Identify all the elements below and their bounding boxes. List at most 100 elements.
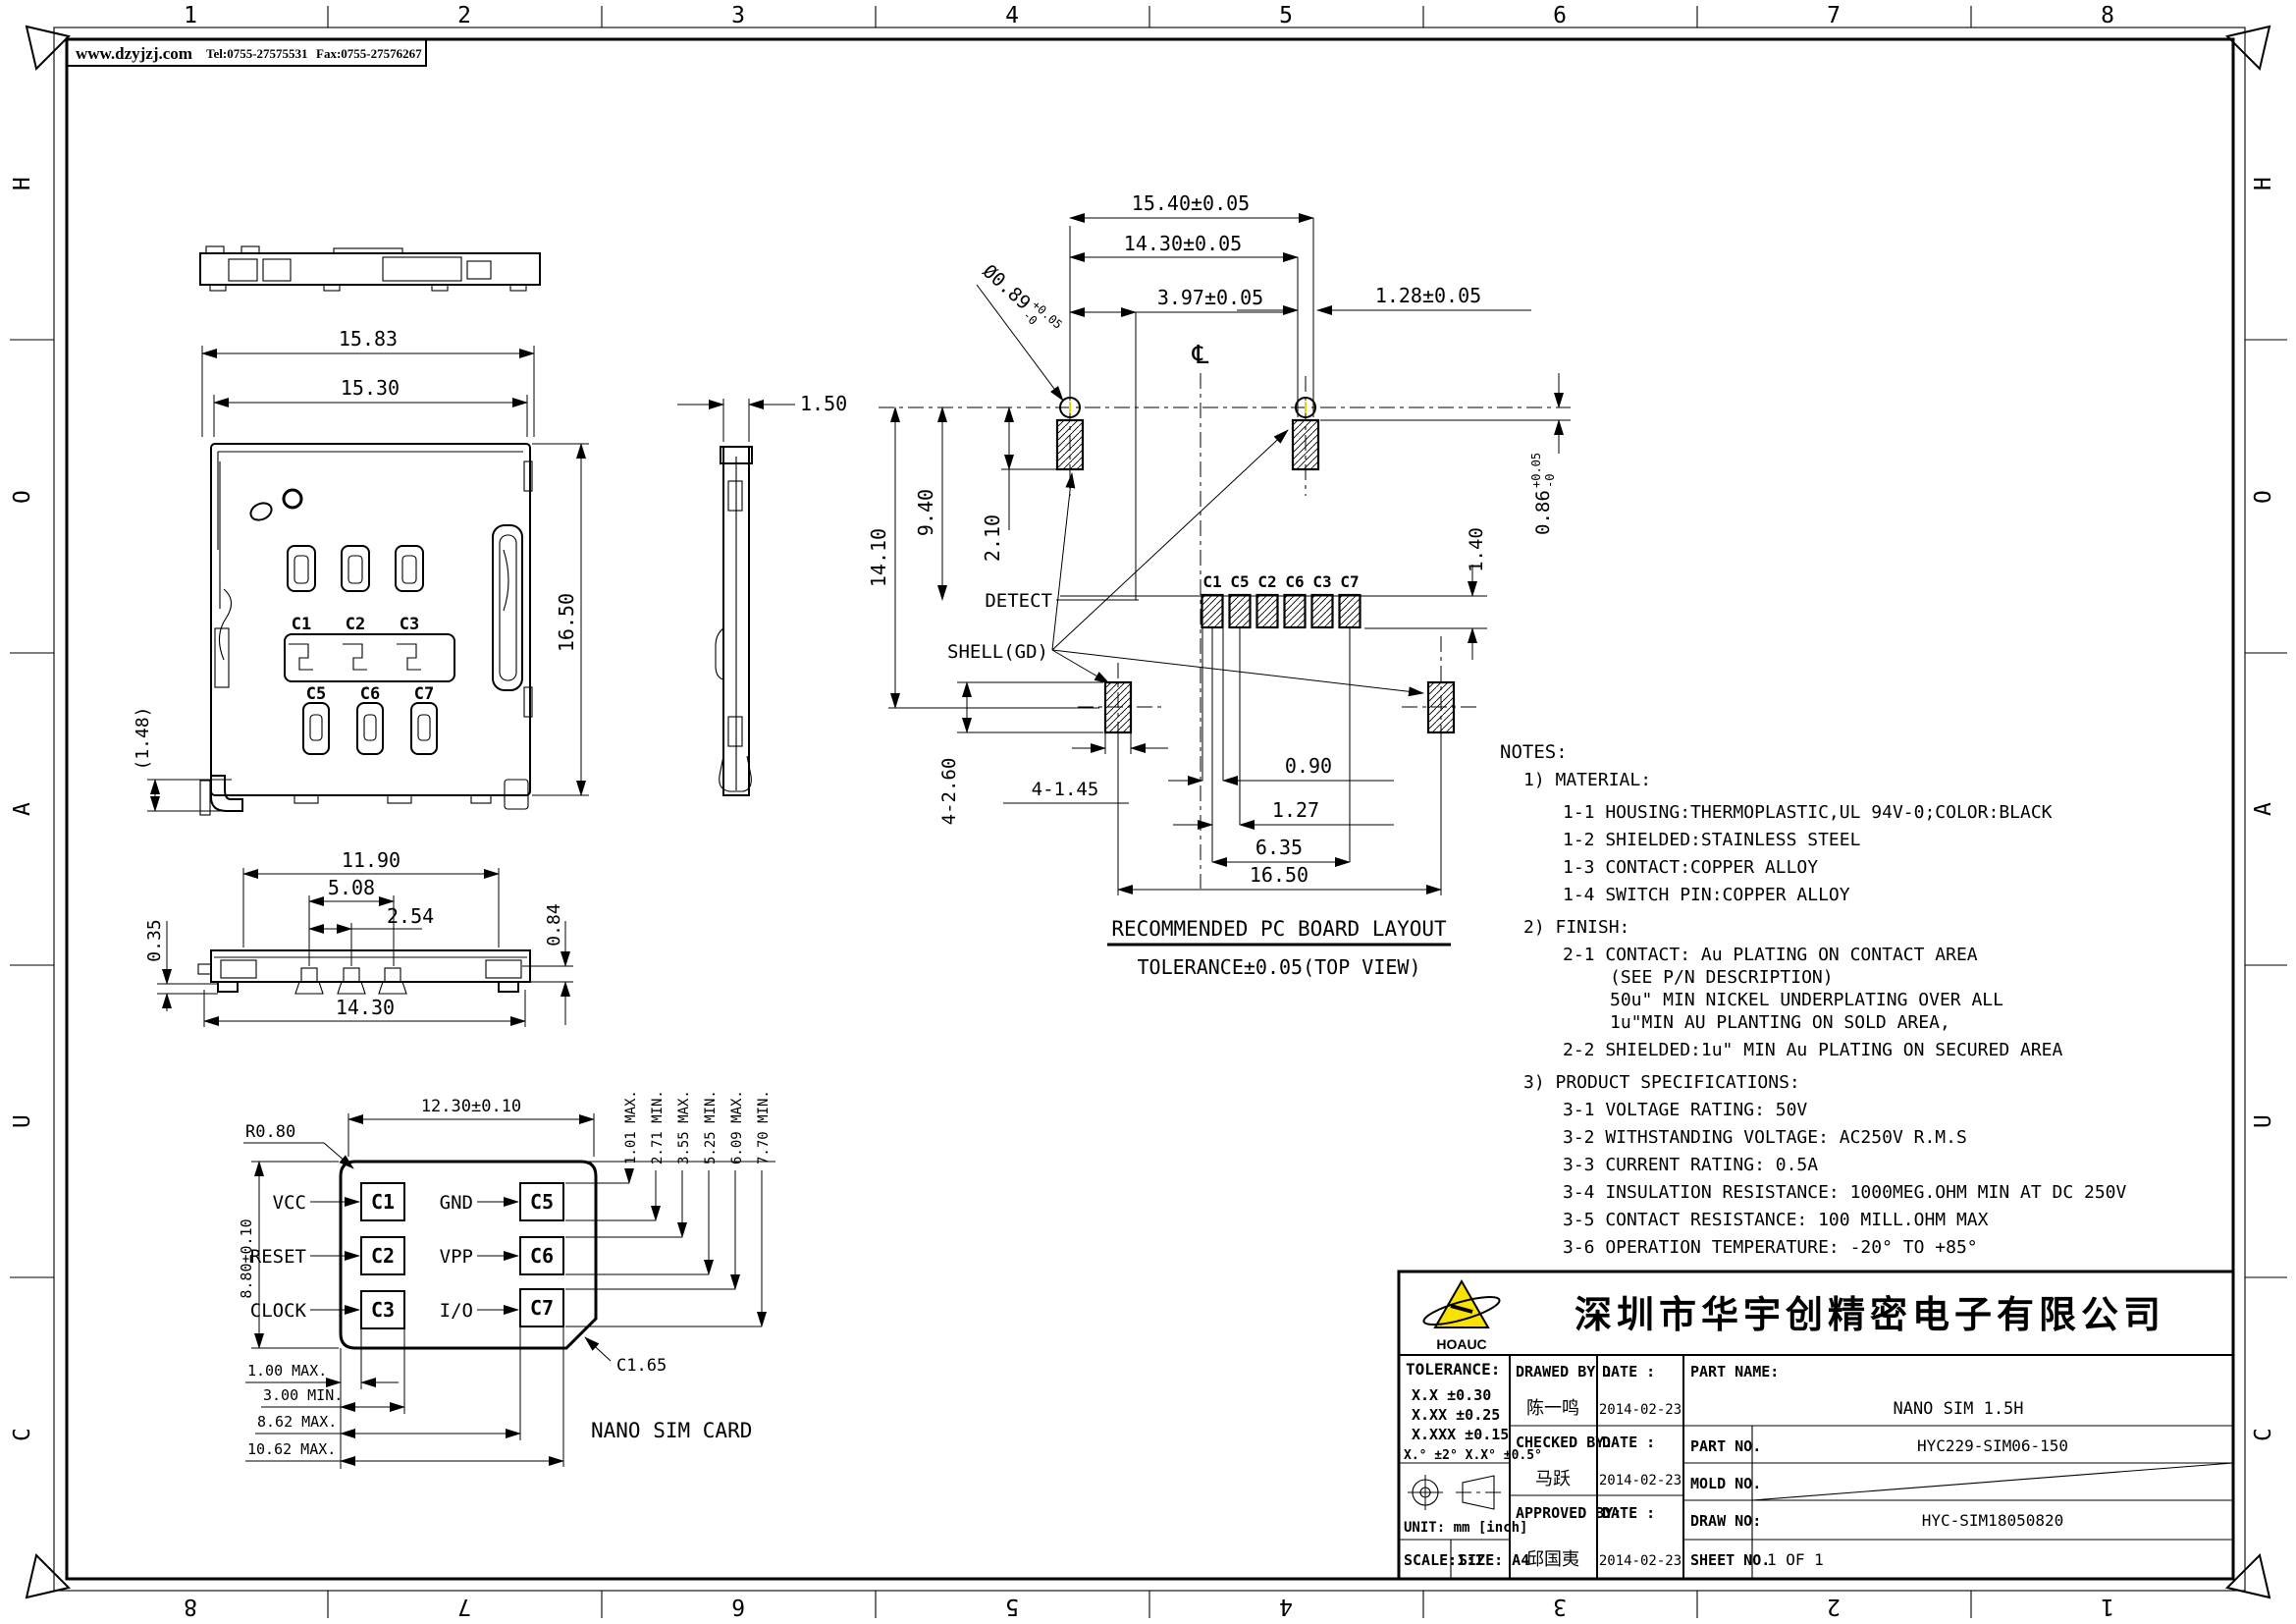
- zone-number-top: 6: [1553, 3, 1567, 28]
- contact-label-c6: C6: [360, 684, 380, 704]
- corner-mark-bottom-left: [25, 1553, 71, 1599]
- note-line: 2-1 CONTACT: Au PLATING ON CONTACT AREA: [1563, 945, 1978, 965]
- svg-text:-0: -0: [1543, 474, 1557, 488]
- zone-number-bottom: 8: [184, 1594, 197, 1619]
- dim-2-10: 2.10: [981, 514, 1004, 562]
- projection-symbol: [1408, 1475, 1501, 1510]
- note-line: 3-5 CONTACT RESISTANCE: 100 MILL.OHM MAX: [1563, 1210, 1989, 1230]
- sim-signal-reset: RESET: [250, 1246, 306, 1268]
- note-line: 1) MATERIAL:: [1523, 770, 1651, 790]
- dim-1-40: 1.40: [1466, 527, 1487, 572]
- part-no-value: HYC229-SIM06-150: [1917, 1436, 2068, 1455]
- sim-pad-label-c5: C5: [530, 1190, 554, 1214]
- pcb-layout: C1 C5 C2 C6 C3 C7 ℄ 15.40±0.05 14.30±0.0…: [867, 191, 1571, 979]
- tolerance-label: TOLERANCE:: [1406, 1360, 1500, 1379]
- svg-text:0.86: 0.86: [1532, 490, 1554, 535]
- sim-right-dim: 6.09 MAX.: [729, 1090, 745, 1164]
- zone-number-top: 2: [457, 3, 471, 28]
- pad-c1: [1201, 593, 1224, 629]
- sim-signal-vcc: VCC: [273, 1192, 306, 1214]
- pcb-pad-label: C7: [1340, 572, 1359, 591]
- dim-hole-callout: Ø0.89 +0.05 -0: [979, 260, 1065, 331]
- zone-number-top: 3: [731, 3, 745, 28]
- website-text: www.dzyjzj.com: [76, 44, 192, 63]
- corner-mark-top-left: [25, 25, 71, 71]
- svg-text:+0.05: +0.05: [1529, 453, 1543, 488]
- connector-front-view: [197, 949, 531, 995]
- sim-pad-c5: [519, 1182, 564, 1221]
- pad-c7: [1338, 593, 1362, 629]
- sim-right-dim: 5.25 MIN.: [703, 1090, 719, 1164]
- dim-3-97: 3.97±0.05: [1157, 286, 1263, 309]
- dim-0-35: 0.35: [144, 919, 165, 961]
- dim-1-48-ref: (1.48): [133, 706, 153, 770]
- tolerance-angle: X.° ±2° X.X° ±0.5°: [1404, 1448, 1542, 1463]
- dim-0-84: 0.84: [544, 903, 564, 946]
- sim-pad-label-c1: C1: [371, 1190, 395, 1214]
- dim-r0-80: R0.80: [245, 1122, 295, 1142]
- dim-c1-65: C1.65: [616, 1356, 667, 1376]
- tolerance-row: X.XX ±0.25: [1412, 1406, 1500, 1424]
- note-line: 3-1 VOLTAGE RATING: 50V: [1563, 1100, 1807, 1120]
- sim-signal-vpp: VPP: [440, 1246, 473, 1268]
- dim-16-50-v: 16.50: [555, 593, 578, 652]
- contact-label-c7: C7: [414, 684, 434, 704]
- dim-4-1-45: 4-1.45: [1032, 779, 1099, 800]
- sim-right-dim: 1.01 MAX.: [623, 1090, 639, 1164]
- sim-pad-label-c7: C7: [530, 1296, 554, 1320]
- sim-card-title: NANO SIM CARD: [591, 1419, 752, 1442]
- tolerance-row: X.X ±0.30: [1412, 1386, 1491, 1404]
- size-label: SIZE: A4: [1459, 1551, 1529, 1569]
- pad-c2: [1255, 593, 1279, 629]
- zone-number-top: 5: [1279, 3, 1293, 28]
- note-line: 2-2 SHIELDED:1u" MIN Au PLATING ON SECUR…: [1563, 1040, 2062, 1060]
- front-view-dimensions: 11.90 5.08 2.54 14.30 0.35 0.84: [144, 848, 573, 1027]
- fax-text: Fax:0755-27576267: [316, 46, 422, 61]
- dim-5-08: 5.08: [328, 876, 375, 899]
- dim-11-90: 11.90: [342, 848, 400, 872]
- note-line: 3) PRODUCT SPECIFICATIONS:: [1523, 1072, 1800, 1093]
- sim-right-dim: 7.70 MIN.: [756, 1090, 772, 1164]
- dim-12-30: 12.30±0.10: [421, 1097, 521, 1116]
- zone-ticks: [10, 6, 2287, 1618]
- unit-label: UNIT: mm [inch]: [1404, 1520, 1527, 1536]
- zone-number-bottom: 6: [731, 1594, 745, 1619]
- sheet-border: 1 2 3 4 5 6 7 8 8 7 6 5 4 3 2 1 H O A U …: [10, 3, 2287, 1619]
- zone-letter-right: C: [2251, 1428, 2276, 1441]
- corner-mark-top-right: [2225, 25, 2271, 71]
- part-name-label: PART NAME:: [1690, 1363, 1779, 1380]
- pcb-pad-label: C6: [1285, 572, 1304, 591]
- dim-4-2-60: 4-2.60: [938, 758, 960, 826]
- pad-top-right: [1291, 418, 1320, 471]
- sim-right-dim: 3.55 MAX.: [676, 1090, 692, 1164]
- date-label: DATE :: [1602, 1434, 1655, 1451]
- drawed-by-name: 陈一鸣: [1526, 1398, 1579, 1418]
- zone-number-top: 1: [184, 3, 197, 28]
- part-no-label: PART NO.: [1690, 1437, 1761, 1455]
- connector-top-view: C1 C2 C3 C5 C6 C7: [199, 443, 533, 816]
- dim-1-27: 1.27: [1272, 798, 1319, 822]
- mold-no-strikethrough: [1751, 1462, 2234, 1501]
- pcb-layout-subtitle: TOLERANCE±0.05(TOP VIEW): [1138, 955, 1421, 979]
- note-line: 50u" MIN NICKEL UNDERPLATING OVER ALL: [1610, 990, 2003, 1010]
- side-view-dimensions: 1.50: [677, 392, 847, 442]
- zone-number-bottom: 1: [2101, 1594, 2114, 1619]
- connector-side-view: [715, 446, 753, 796]
- zone-number-top: 8: [2101, 3, 2114, 28]
- dim-15-83: 15.83: [339, 327, 398, 351]
- svg-text:Ø0.89: Ø0.89: [979, 260, 1035, 314]
- mold-no-label: MOLD NO.: [1690, 1475, 1761, 1492]
- detect-label: DETECT: [985, 590, 1052, 612]
- note-line: 3-2 WITHSTANDING VOLTAGE: AC250V R.M.S: [1563, 1127, 1967, 1148]
- date-label: DATE :: [1602, 1363, 1655, 1380]
- pad-c6: [1283, 593, 1307, 629]
- sheet-no-value: 1 OF 1: [1767, 1550, 1824, 1569]
- sim-pad-label-c3: C3: [371, 1298, 395, 1322]
- dim-1-50: 1.50: [800, 392, 847, 415]
- pad-top-left: [1055, 418, 1085, 471]
- sim-bottom-dim: 3.00 MIN.: [263, 1386, 343, 1404]
- tolerance-row: X.XXX ±0.15: [1412, 1426, 1509, 1443]
- dim-2-54: 2.54: [387, 904, 434, 928]
- zone-letter-left: H: [10, 177, 35, 190]
- note-line: 1-3 CONTACT:COPPER ALLOY: [1563, 857, 1818, 878]
